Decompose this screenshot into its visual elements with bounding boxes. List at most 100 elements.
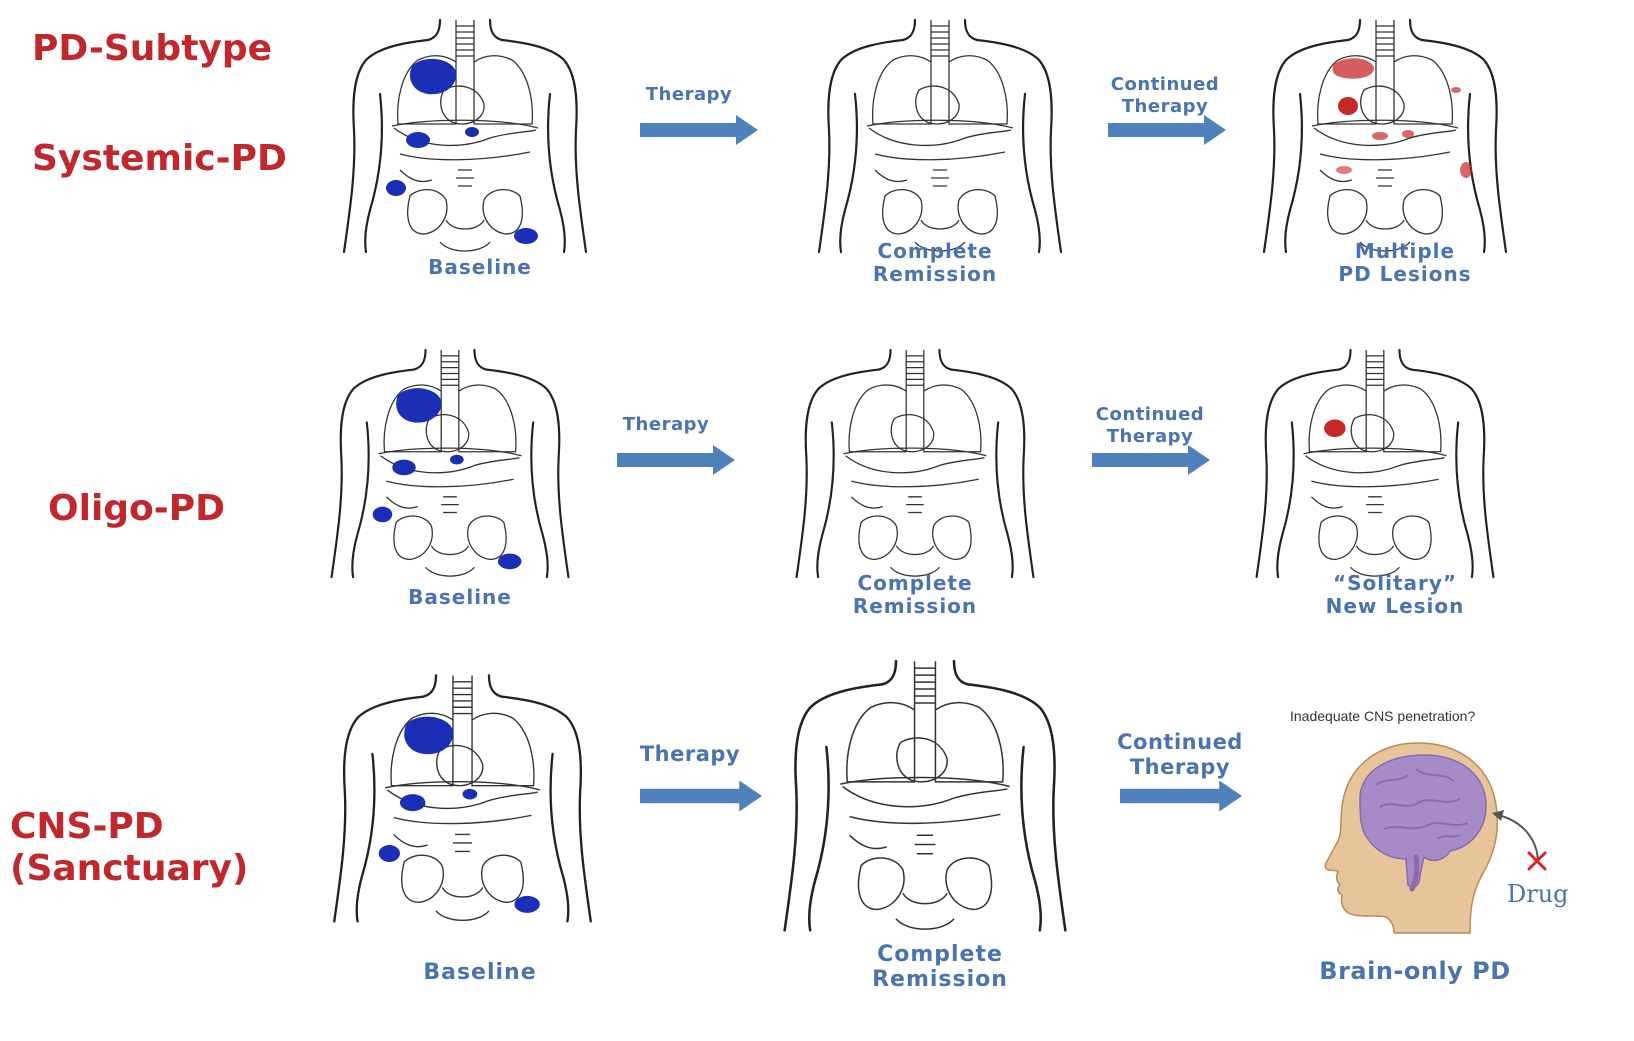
lung-lesion-blue	[396, 388, 441, 423]
organ-outline-stroke	[436, 911, 489, 921]
organ-outline-stroke	[958, 190, 997, 234]
organ-outline-stroke	[875, 170, 907, 182]
liver-lesion-blue	[392, 460, 415, 476]
torso-outline-stroke	[531, 422, 547, 577]
torso-outline-stroke	[1339, 350, 1351, 370]
organ-outline-stroke	[847, 703, 915, 782]
torso-outline-stroke	[965, 20, 977, 40]
organ-outline-stroke	[442, 887, 482, 897]
caption-solitary-new-lesion: “Solitary” New Lesion	[1300, 572, 1490, 618]
arrow-label-line1: Continued	[1095, 74, 1235, 96]
organ-outline-stroke	[846, 456, 985, 473]
arrow-label-therapy-row1: Therapy	[630, 84, 748, 106]
lung-lesion-red	[1324, 419, 1346, 437]
lung-lesion-blue	[404, 717, 453, 754]
organ-outline-stroke	[851, 497, 882, 508]
organ-outline-stroke	[1366, 220, 1404, 229]
torso-outline-stroke	[819, 40, 903, 252]
torso-outline-stroke	[996, 422, 1012, 577]
caption-complete-remission-row2: Complete Remission	[830, 572, 1000, 618]
torso-outline-stroke	[365, 94, 382, 252]
torso-outline-stroke	[357, 754, 375, 921]
liver-lesion-blue	[406, 132, 430, 148]
liver-lesion-blue	[450, 455, 464, 465]
organ-outline-stroke	[1403, 190, 1442, 234]
organ-outline-stroke	[873, 56, 931, 124]
caption-line1: Complete	[850, 240, 1020, 263]
caption-baseline-row1: Baseline	[400, 256, 560, 279]
organ-outline-stroke	[1356, 546, 1393, 555]
torso-outline-stroke	[968, 684, 1065, 930]
torso-figure-row2-baseline	[315, 350, 585, 580]
organ-outline-stroke	[1320, 152, 1450, 160]
torso-outline-stroke	[1411, 370, 1493, 577]
organ-outline-stroke	[931, 170, 949, 186]
organ-outline-stroke	[456, 170, 474, 186]
organ-outline-stroke	[446, 220, 484, 229]
abdomen-lesion-red	[1336, 166, 1352, 174]
lung-lesion-red	[1338, 97, 1358, 115]
torso-outline-stroke	[903, 20, 915, 40]
organ-outline-stroke	[1328, 190, 1367, 234]
organ-outline-stroke	[916, 86, 959, 124]
organ-outline-stroke	[1361, 86, 1404, 124]
organ-outline-stroke	[906, 497, 924, 513]
torso-outline-stroke	[939, 350, 951, 370]
caption-line1: Complete	[850, 942, 1030, 967]
organ-outline-stroke	[1306, 456, 1445, 473]
arrow-label-continued-therapy-row3: Continued Therapy	[1105, 730, 1255, 780]
arrow-label-therapy-row3: Therapy	[628, 742, 752, 767]
torso-outline-stroke	[490, 20, 502, 40]
torso-outline-stroke	[785, 684, 882, 930]
caption-line1: “Solitary”	[1300, 572, 1490, 595]
arrow-right-icon	[615, 445, 737, 475]
pelvis-lesion-blue	[514, 896, 539, 913]
caption-line2: Remission	[850, 967, 1030, 992]
organ-outline-stroke	[1311, 497, 1342, 508]
liver-lesion-blue	[400, 794, 425, 811]
liver-lesion-red	[1402, 130, 1414, 138]
torso-outline-stroke	[1456, 422, 1472, 577]
row-label-oligo-pd: Oligo-PD	[48, 488, 225, 530]
torso-outline-stroke	[428, 20, 440, 40]
arrow-label-line1: Continued	[1080, 404, 1220, 426]
organ-outline-stroke	[386, 497, 417, 508]
organ-outline-stroke	[891, 415, 933, 452]
arrow-right-icon	[640, 780, 762, 812]
torso-outline-stroke	[486, 370, 568, 577]
organ-outline-stroke	[431, 546, 468, 555]
torso-outline-stroke	[551, 754, 569, 921]
brain-note-inadequate-cns: Inadequate CNS penetration?	[1290, 708, 1475, 724]
organ-outline-stroke	[1351, 415, 1393, 452]
torso-outline-stroke	[840, 94, 857, 252]
torso-outline-stroke	[1399, 350, 1411, 370]
torso-outline-stroke	[977, 40, 1061, 252]
liver-lesion-blue	[463, 789, 478, 800]
organ-outline-stroke	[850, 835, 887, 848]
pelvis-lesion-blue	[498, 554, 521, 570]
organ-outline-stroke	[441, 86, 484, 124]
arrow-right-icon	[1090, 445, 1212, 475]
organ-outline-stroke	[896, 919, 954, 929]
organ-outline-stroke	[896, 546, 933, 555]
abdomen-lesion-blue	[386, 180, 406, 196]
torso-outline-stroke	[1277, 422, 1293, 577]
arrow-label-continued-therapy-row1: Continued Therapy	[1095, 74, 1235, 117]
organ-outline-stroke	[386, 479, 513, 487]
organ-outline-stroke	[440, 242, 490, 251]
torso-outline-stroke	[1285, 94, 1302, 252]
arrow-label-line2: Therapy	[1095, 96, 1235, 118]
organ-outline-stroke	[915, 835, 936, 854]
torso-outline-stroke	[882, 661, 896, 684]
caption-line1: Complete	[830, 572, 1000, 595]
caption-complete-remission-row1: Complete Remission	[850, 240, 1020, 286]
torso-outline-stroke	[954, 661, 968, 684]
organ-outline-stroke	[402, 855, 444, 902]
organ-outline-stroke	[875, 152, 1005, 160]
organ-outline-stroke	[400, 170, 432, 182]
organ-outline-stroke	[921, 220, 959, 229]
torso-outline-stroke	[548, 94, 565, 252]
organ-outline-stroke	[482, 855, 524, 902]
cross-mark-icon	[1526, 850, 1548, 872]
caption-complete-remission-row3: Complete Remission	[850, 942, 1030, 993]
